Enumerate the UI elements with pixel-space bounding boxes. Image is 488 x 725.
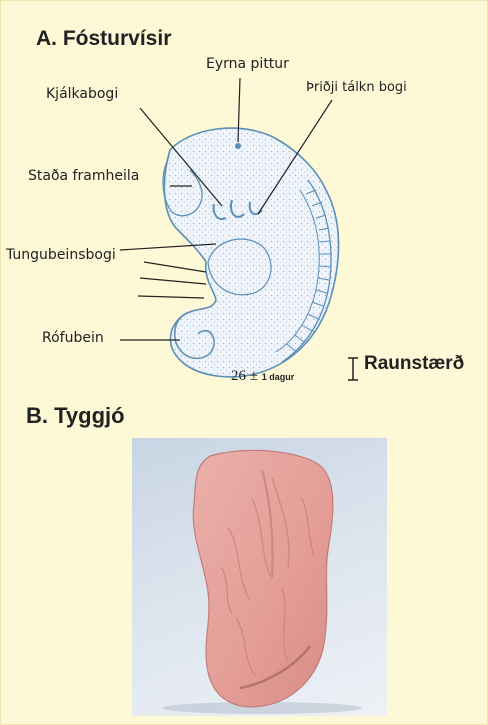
gum-blob <box>193 450 333 706</box>
label-forebrain: Staða framheila <box>28 168 139 184</box>
embryo-body <box>164 128 338 377</box>
age-plus-minus: ± <box>250 368 258 384</box>
label-tailbone: Rófubein <box>42 330 104 346</box>
chewed-gum-image <box>132 438 387 716</box>
label-third-gill-arch: Þriðji tálkn bogi <box>306 80 407 95</box>
age-label: 26 ± 1 dagur <box>231 368 294 385</box>
gum-photo <box>132 438 387 716</box>
section-b-title: B. Tyggjó <box>26 403 125 429</box>
age-number: 26 <box>231 368 246 384</box>
label-ear-pit: Eyrna pittur <box>206 56 289 72</box>
ear-pit-dot <box>235 143 241 149</box>
age-unit: 1 dagur <box>262 372 295 382</box>
label-hyoid-arch: Tungubeinsbogi <box>6 247 116 263</box>
label-mandibular-arch: Kjálkabogi <box>46 86 118 102</box>
scale-bar-icon <box>346 356 360 382</box>
scale-label: Raunstærð <box>364 353 464 375</box>
